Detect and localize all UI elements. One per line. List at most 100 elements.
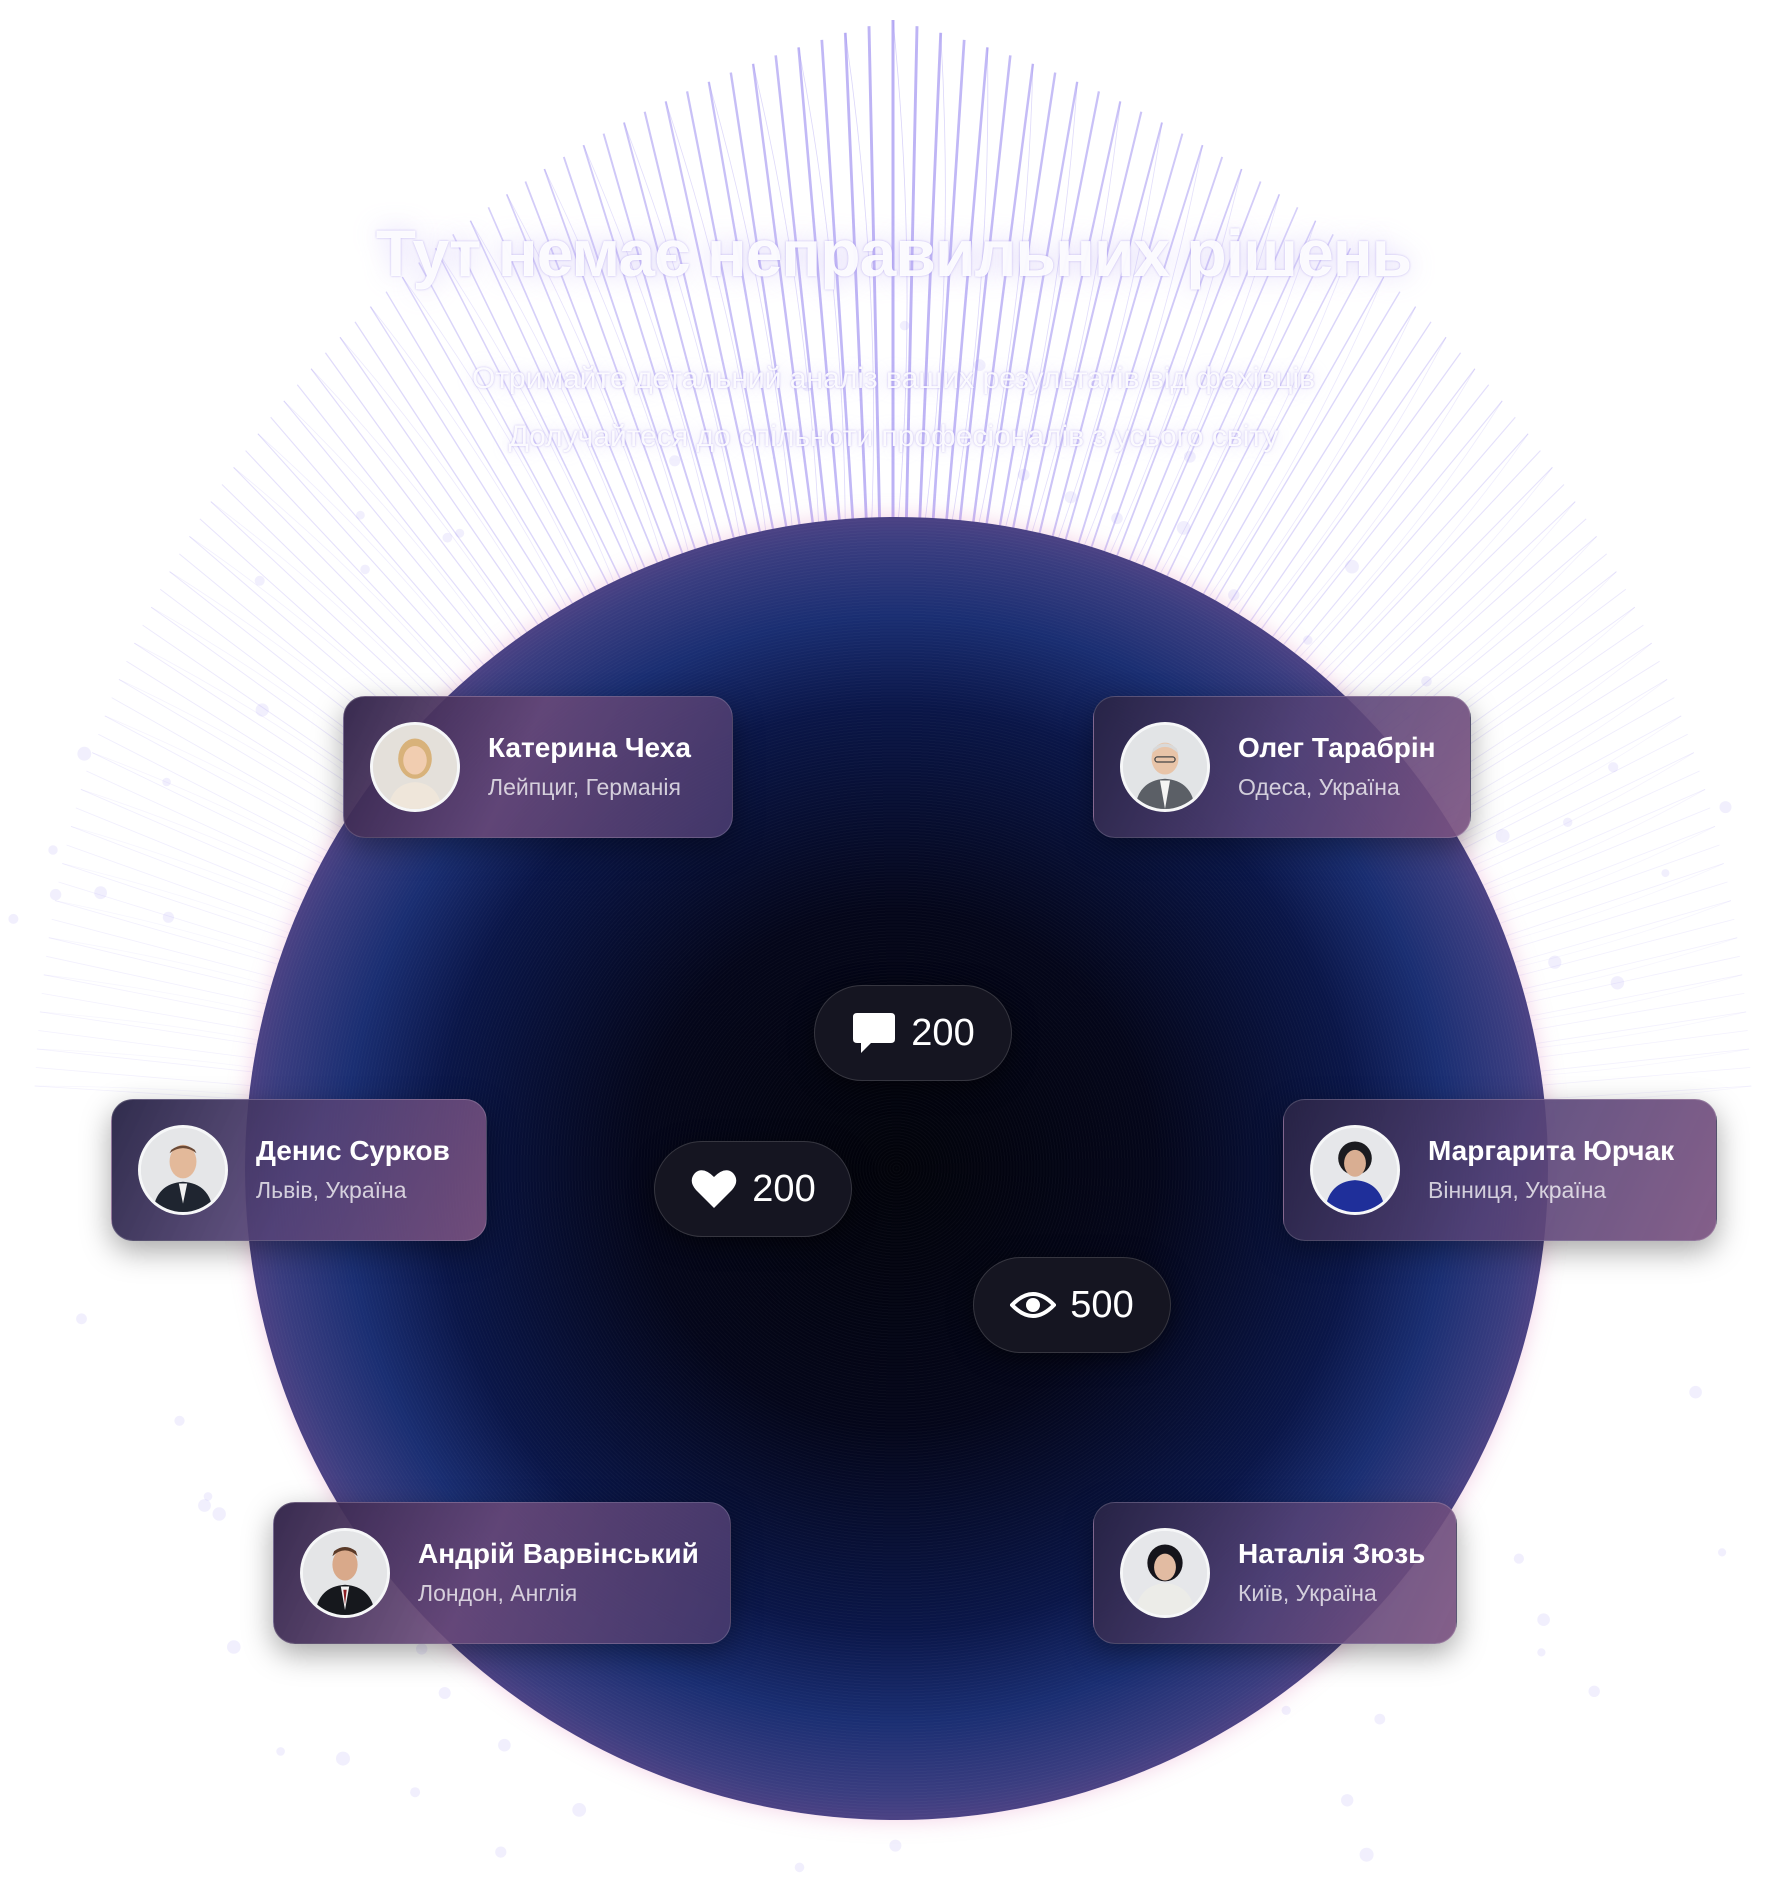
ray-line: [753, 64, 821, 585]
decor-dot: [48, 845, 57, 854]
expert-card-kateryna[interactable]: Катерина Чеха Лейпциг, Германія: [343, 696, 733, 838]
comments-count: 200: [911, 1012, 974, 1055]
decor-dot: [1111, 513, 1123, 525]
ray-curve: [893, 20, 907, 580]
decor-dot: [1496, 829, 1510, 843]
decor-dot: [1282, 1706, 1291, 1715]
expert-name: Катерина Чеха: [488, 730, 691, 766]
decor-dot: [50, 889, 61, 900]
decor-dot: [77, 747, 91, 761]
decor-dot: [1589, 1686, 1600, 1697]
decor-dot: [498, 1739, 511, 1752]
decor-dot: [8, 914, 18, 924]
decor-dot: [1537, 1648, 1545, 1656]
expert-location: Вінниця, Україна: [1428, 1173, 1674, 1207]
expert-card-oleh[interactable]: Олег Тарабрін Одеса, Україна: [1093, 696, 1471, 838]
decor-dot: [76, 1313, 87, 1324]
decor-dot: [1374, 1714, 1385, 1725]
avatar: [370, 722, 460, 812]
expert-location: Київ, Україна: [1238, 1576, 1425, 1610]
decor-dot: [94, 886, 107, 899]
comments-stat: 200: [814, 985, 1012, 1081]
decor-dot: [256, 703, 269, 716]
decor-dot: [410, 1787, 420, 1797]
decor-dot: [455, 529, 464, 538]
decor-dot: [416, 1643, 427, 1654]
ray-line: [941, 47, 987, 582]
decor-dot: [443, 533, 453, 543]
ray-line: [1013, 101, 1121, 593]
decor-dot: [1360, 1848, 1374, 1862]
decor-dot: [1018, 469, 1030, 481]
decor-dot: [1718, 1548, 1726, 1556]
avatar: [138, 1125, 228, 1215]
avatar: [300, 1528, 390, 1618]
decor-dot: [1689, 1386, 1702, 1399]
ray-line: [965, 64, 1033, 585]
decor-dot: [1661, 869, 1669, 877]
decor-dot: [276, 1747, 285, 1756]
decor-dot: [1720, 801, 1732, 813]
decor-dot: [900, 321, 910, 331]
decor-dot: [572, 1803, 586, 1817]
avatar: [1120, 1528, 1210, 1618]
ray-line: [709, 82, 797, 589]
likes-count: 200: [752, 1168, 815, 1211]
ray-line: [917, 33, 941, 581]
decor-dot: [889, 1840, 901, 1852]
decor-dot: [1421, 676, 1432, 687]
ray-line: [822, 40, 857, 581]
expert-name: Андрій Варвінський: [418, 1536, 699, 1572]
expert-name: Олег Тарабрін: [1238, 730, 1436, 766]
decor-dot: [255, 576, 265, 586]
subtitle-line-1: Отримайте детальний аналіз ваших результ…: [0, 362, 1787, 396]
subtitle-line-2: Долучайтеся до спільноти професіоналів з…: [0, 420, 1787, 454]
headline: Тут немає неправильних рішень: [0, 215, 1787, 291]
ray-line: [989, 82, 1077, 589]
expert-name: Маргарита Юрчак: [1428, 1133, 1674, 1169]
avatar: [1310, 1125, 1400, 1215]
ray-line: [929, 40, 964, 581]
expert-location: Львів, Україна: [256, 1173, 450, 1207]
views-count: 500: [1070, 1284, 1133, 1327]
expert-card-nataliia[interactable]: Наталія Зюзь Київ, Україна: [1093, 1502, 1457, 1644]
decor-dot: [1548, 956, 1561, 969]
expert-card-marharyta[interactable]: Маргарита Юрчак Вінниця, Україна: [1283, 1099, 1717, 1241]
expert-location: Одеса, Україна: [1238, 770, 1436, 804]
decor-dot: [360, 565, 370, 575]
decor-dot: [336, 1752, 350, 1766]
decor-dot: [356, 511, 365, 520]
expert-location: Лейпциг, Германія: [488, 770, 691, 804]
decor-dot: [213, 1507, 226, 1520]
expert-card-denys[interactable]: Денис Сурков Львів, Україна: [111, 1099, 487, 1241]
decor-dot: [495, 1847, 506, 1858]
decor-dot: [162, 778, 171, 787]
decor-dot: [669, 455, 680, 466]
ray-line: [666, 101, 774, 593]
expert-card-andrii[interactable]: Андрій Варвінський Лондон, Англія: [273, 1502, 731, 1644]
decor-dot: [227, 1640, 241, 1654]
decor-dot: [1608, 762, 1618, 772]
decor-dot: [795, 1863, 805, 1873]
expert-name: Денис Сурков: [256, 1133, 450, 1169]
decor-dot: [439, 1687, 451, 1699]
decor-dot: [1563, 818, 1572, 827]
decor-dot: [1611, 976, 1624, 989]
decor-dot: [1345, 560, 1359, 574]
heart-icon: [690, 1168, 738, 1210]
decor-dot: [1537, 1613, 1550, 1626]
decor-dot: [163, 912, 174, 923]
decor-dot: [1065, 491, 1077, 503]
decor-dot: [1228, 589, 1239, 600]
expert-location: Лондон, Англія: [418, 1576, 699, 1610]
ray-line: [776, 55, 833, 583]
expert-name: Наталія Зюзь: [1238, 1536, 1425, 1572]
decor-dot: [1514, 1554, 1524, 1564]
eye-icon: [1010, 1289, 1056, 1321]
decor-dot: [1341, 1794, 1353, 1806]
decor-dot: [1303, 635, 1312, 644]
decor-dot: [1177, 521, 1191, 535]
ray-line: [845, 33, 869, 581]
avatar: [1120, 722, 1210, 812]
